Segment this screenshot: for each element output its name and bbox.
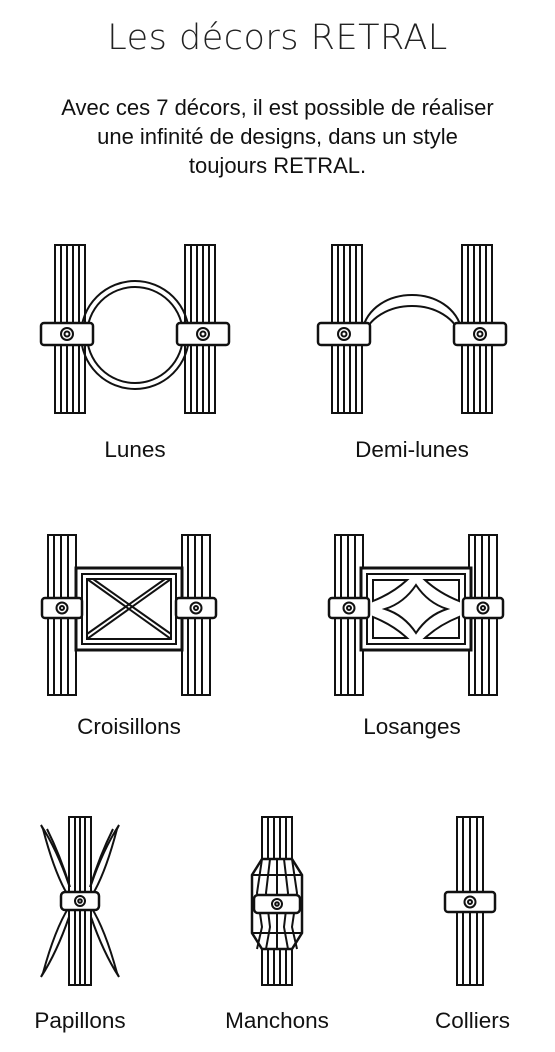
intro-text: Avec ces 7 décors, il est possible de ré…: [0, 93, 555, 180]
decor-label-manchons: Manchons: [225, 1008, 329, 1033]
decor-label-papillons: Papillons: [34, 1008, 126, 1033]
manchons-icon: [242, 815, 312, 987]
decor-label-lunes: Lunes: [104, 437, 166, 462]
intro-line-2: une infinité de designs, dans un style: [97, 124, 458, 149]
colliers-icon: [440, 815, 500, 987]
decor-label-losanges: Losanges: [363, 714, 461, 739]
losanges-icon: [321, 533, 511, 698]
decor-label-colliers: Colliers: [434, 1008, 510, 1033]
demi-lunes-icon: [312, 243, 512, 415]
decor-label-croisillons: Croisillons: [77, 714, 181, 739]
intro-line-1: Avec ces 7 décors, il est possible de ré…: [61, 95, 494, 120]
croisillons-icon: [34, 533, 224, 698]
decor-label-demi-lunes: Demi-lunes: [355, 437, 469, 462]
papillons-icon: [35, 815, 125, 987]
page-title: Les décors RETRAL: [107, 18, 448, 58]
intro-line-3: toujours RETRAL.: [188, 153, 367, 178]
lunes-icon: [35, 243, 235, 415]
